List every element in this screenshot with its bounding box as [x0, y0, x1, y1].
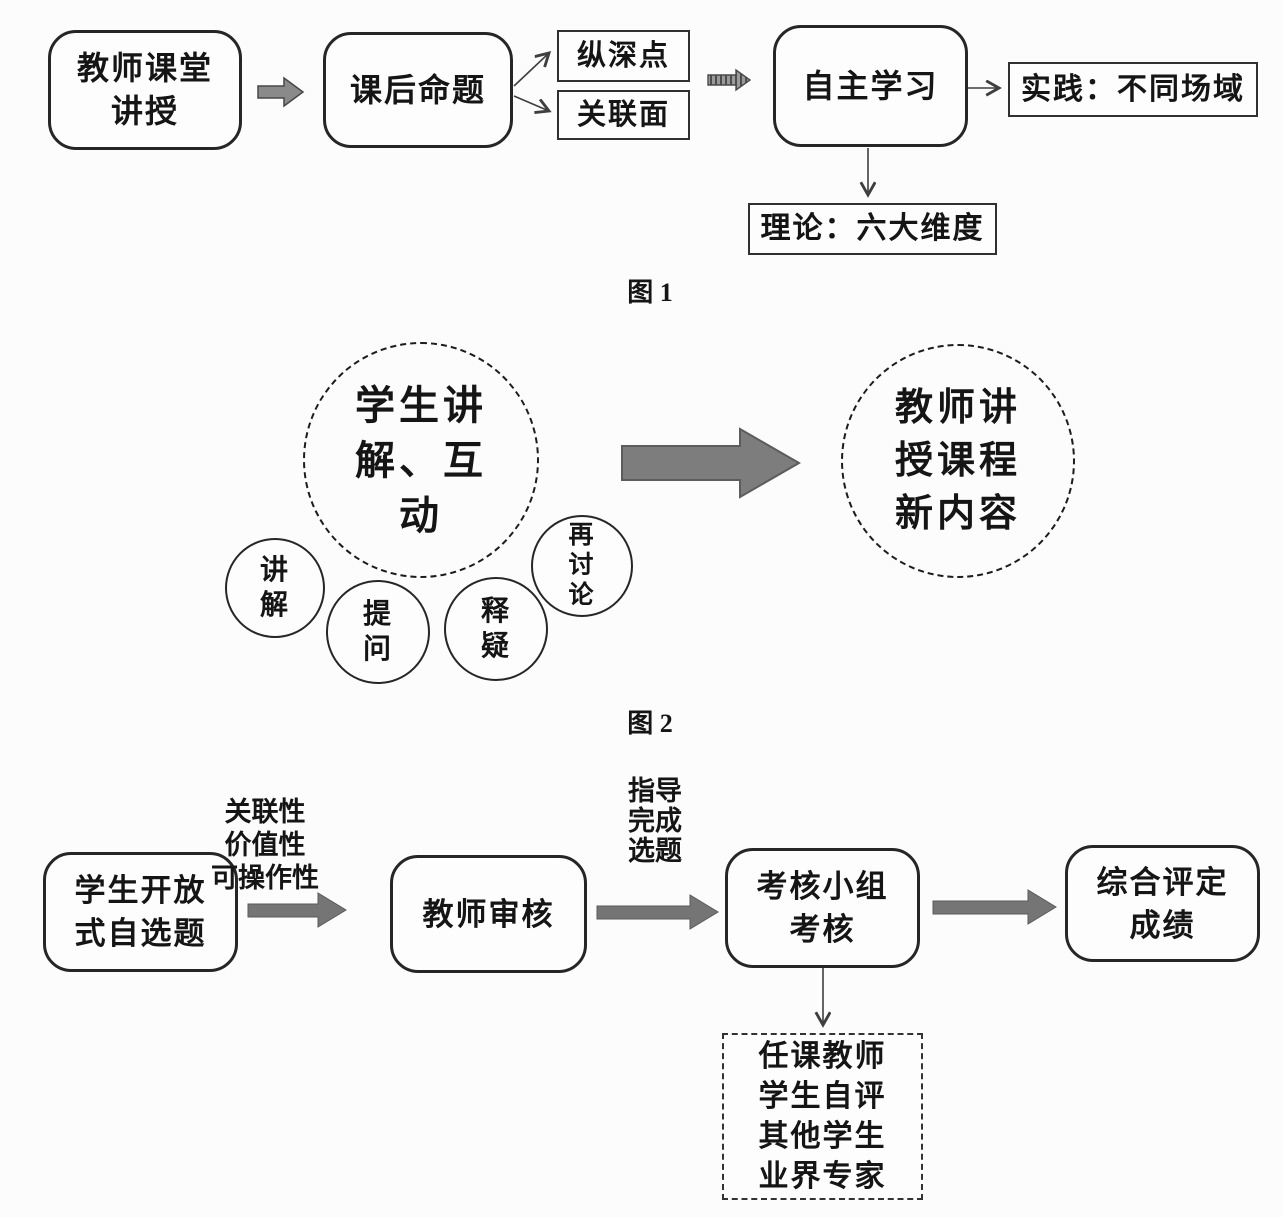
evaluators-line4: 业界专家	[758, 1159, 887, 1193]
assessment-group-line1: 考核小组	[756, 869, 889, 904]
explain-line1: 讲	[259, 555, 290, 586]
open-topic-line1: 学生开放	[74, 873, 207, 908]
practice-label: 实践：不同场域	[1021, 72, 1245, 106]
teacher-lecture-line2: 讲授	[110, 93, 179, 129]
student-circle-line2: 解、互	[355, 437, 487, 483]
final-grade-line1: 综合评定	[1096, 864, 1229, 900]
evaluators-line2: 学生自评	[758, 1079, 887, 1113]
fig3-arrow-1-icon	[247, 892, 347, 928]
label-guide-complete-topic: 指导 完成 选题	[615, 776, 695, 866]
teacher-circle-line3: 新内容	[894, 492, 1021, 535]
node-final-grade: 综合评定 成绩	[1065, 845, 1260, 962]
teacher-circle-line2: 授课程	[894, 439, 1021, 482]
node-depth-point: 纵深点	[557, 30, 690, 82]
explain-line2: 解	[259, 590, 290, 621]
figure1-caption: 图 1	[627, 278, 673, 307]
criteria-line3: 可操作性	[211, 863, 319, 893]
guide-line1: 指导	[628, 776, 682, 806]
clarify-line2: 疑	[480, 631, 511, 662]
label-review-criteria: 关联性 价值性 可操作性	[205, 796, 325, 895]
node-student-explain-interact-circle: 学生讲 解、互 动	[303, 342, 539, 578]
rediscuss-line3: 论	[568, 582, 596, 609]
fig1-striped-arrow-right-icon	[707, 68, 752, 92]
node-relation-surface: 关联面	[557, 90, 690, 140]
rediscuss-line1: 再	[568, 522, 596, 549]
evaluators-line3: 其他学生	[758, 1119, 887, 1153]
post-class-topic-label: 课后命题	[349, 71, 486, 108]
criteria-line2: 价值性	[224, 830, 306, 860]
rediscuss-line2: 讨	[568, 552, 596, 579]
student-circle-line3: 动	[399, 492, 443, 538]
question-line2: 问	[362, 634, 393, 665]
theory-label: 理论：六大维度	[760, 212, 985, 245]
final-grade-line2: 成绩	[1129, 907, 1196, 943]
node-evaluators-box: 任课教师 学生自评 其他学生 业界专家	[722, 1033, 923, 1200]
student-circle-line1: 学生讲	[355, 382, 487, 428]
teacher-circle-line1: 教师讲	[894, 386, 1021, 429]
node-post-class-topic: 课后命题	[323, 32, 513, 148]
fig1-arrow-right-icon	[257, 76, 305, 108]
clarify-line1: 释	[480, 596, 511, 627]
teacher-review-label: 教师审核	[422, 896, 555, 932]
guide-line2: 完成	[628, 806, 682, 836]
evaluators-line1: 任课教师	[758, 1039, 887, 1073]
node-rediscuss-circle: 再 讨 论	[531, 515, 633, 617]
depth-point-label: 纵深点	[576, 40, 670, 72]
self-study-label: 自主学习	[802, 67, 939, 104]
node-question-circle: 提 问	[326, 580, 430, 684]
node-self-study: 自主学习	[773, 25, 968, 147]
fig1-branch-line-relation	[513, 95, 549, 111]
criteria-line1: 关联性	[224, 797, 306, 827]
teacher-lecture-line1: 教师课堂	[76, 50, 213, 86]
node-practice: 实践：不同场域	[1008, 62, 1258, 117]
open-topic-line2: 式自选题	[74, 916, 207, 951]
node-explain-circle: 讲 解	[225, 538, 325, 638]
node-teacher-classroom-lecture: 教师课堂 讲授	[48, 30, 242, 150]
relation-surface-label: 关联面	[576, 99, 670, 131]
question-line1: 提	[362, 599, 393, 630]
node-open-self-topic: 学生开放 式自选题	[43, 852, 238, 972]
fig3-arrow-3-icon	[932, 889, 1057, 925]
node-teacher-new-content-circle: 教师讲 授课程 新内容	[841, 344, 1075, 578]
node-theory: 理论：六大维度	[748, 203, 997, 255]
node-assessment-group: 考核小组 考核	[725, 848, 920, 968]
fig1-branch-line-depth	[513, 53, 549, 87]
fig2-arrow-right-icon	[621, 427, 802, 499]
fig3-arrow-2-icon	[596, 894, 719, 930]
figure2-caption: 图 2	[627, 709, 673, 738]
assessment-group-line2: 考核	[789, 912, 856, 947]
guide-line3: 选题	[628, 836, 682, 866]
node-clarify-circle: 释 疑	[444, 577, 548, 681]
node-teacher-review: 教师审核	[390, 855, 587, 973]
